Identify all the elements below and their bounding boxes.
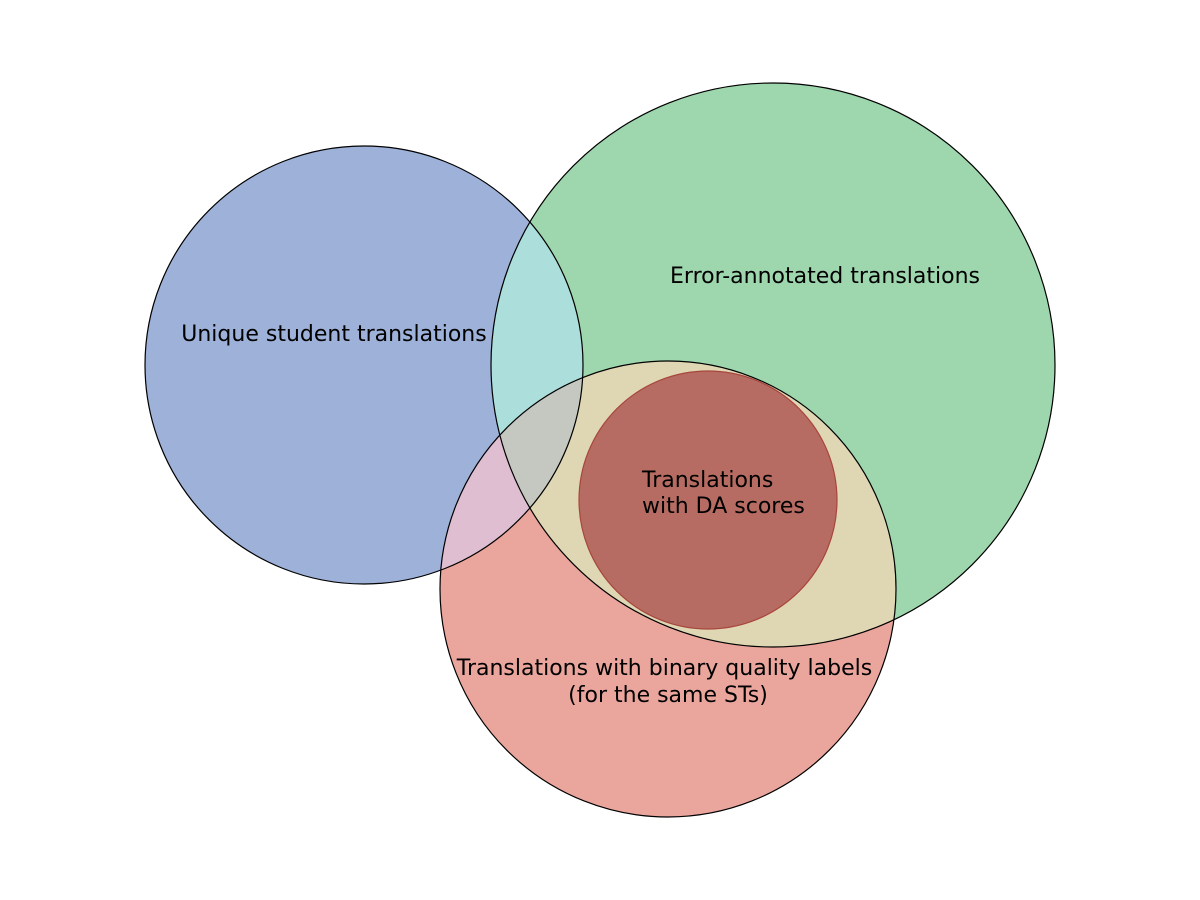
set-error-outline xyxy=(490,82,1056,648)
label-binary-line-1: Translations with binary quality labels xyxy=(456,656,872,681)
label-error: Error-annotated translations xyxy=(670,264,980,289)
set-binary-outline xyxy=(439,360,897,818)
label-error-line-1: Error-annotated translations xyxy=(670,264,980,289)
label-da-line-2: with DA scores xyxy=(642,494,805,519)
label-da-line-1: Translations xyxy=(641,468,773,493)
label-unique-line-1: Unique student translations xyxy=(181,322,486,347)
label-unique: Unique student translations xyxy=(181,322,486,347)
label-da: Translations with DA scores xyxy=(641,468,805,519)
set-da-circle xyxy=(578,370,838,630)
label-binary: Translations with binary quality labels … xyxy=(456,656,879,708)
label-binary-line-2: (for the same STs) xyxy=(568,683,768,708)
set-unique-outline xyxy=(144,145,584,585)
